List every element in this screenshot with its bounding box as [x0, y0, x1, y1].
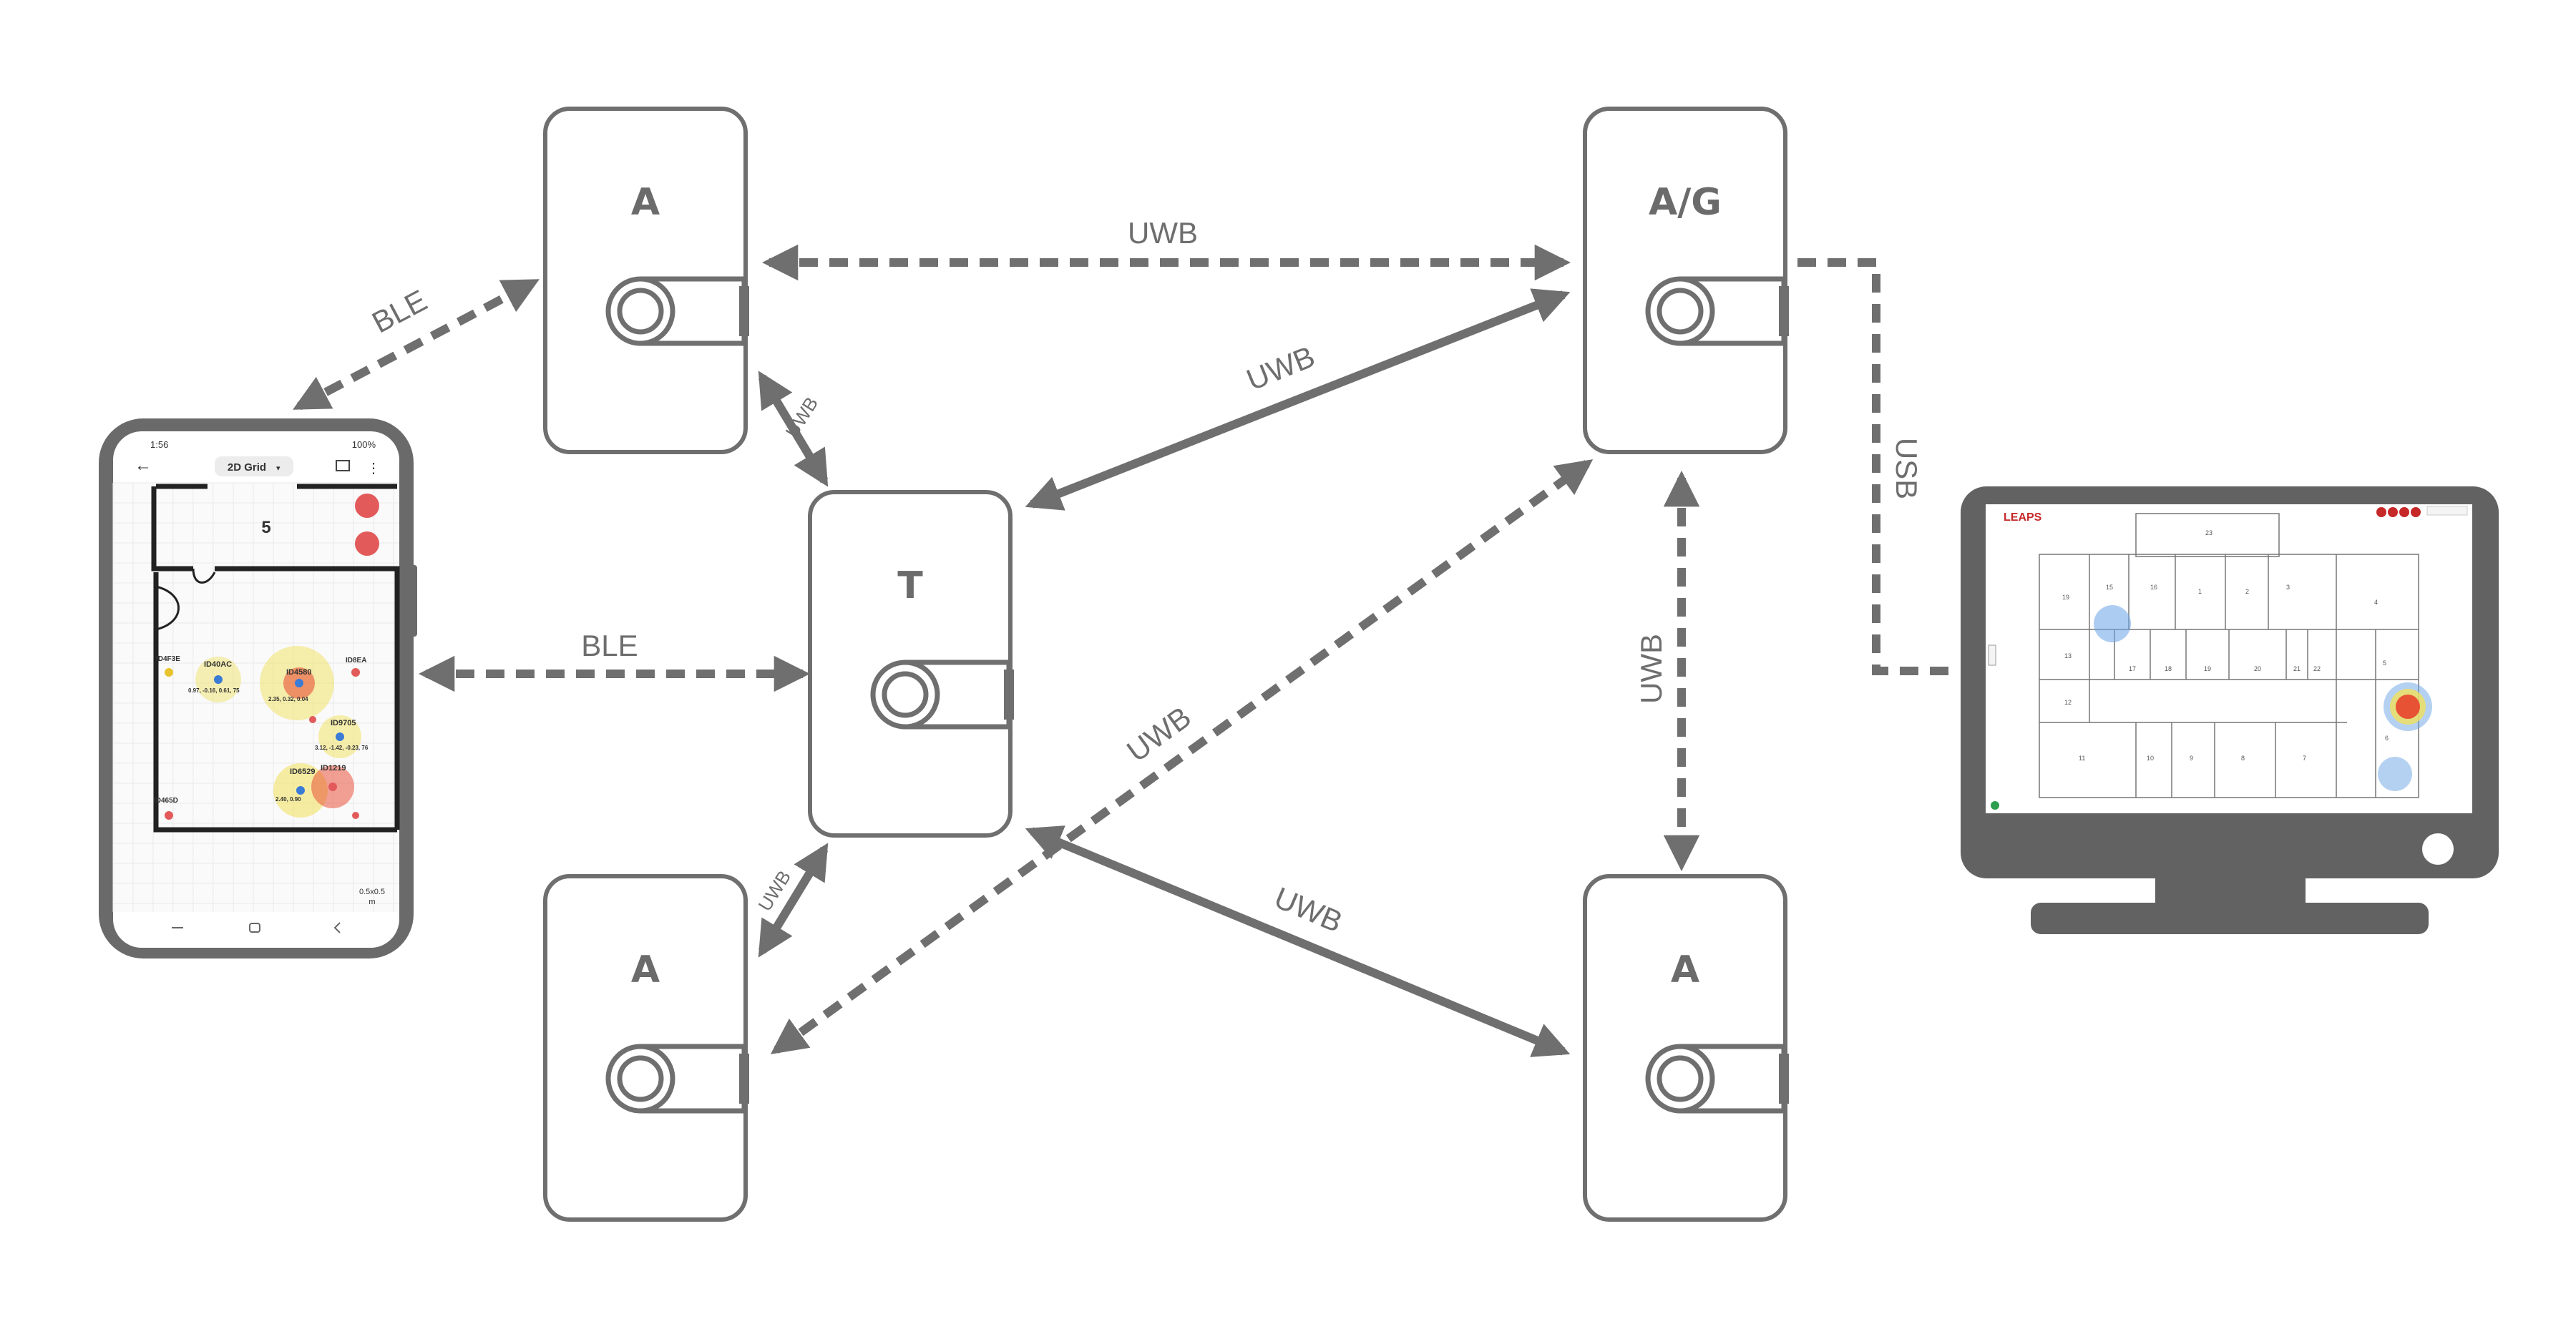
- label-ble-middle: BLE: [581, 629, 638, 662]
- room-number: 23: [2205, 529, 2212, 536]
- tag-coords: 3.12, -1.42, -0.23, 76: [315, 745, 369, 751]
- room-number: 7: [2303, 755, 2306, 762]
- link-uwb-tag-gateway: [1025, 288, 1571, 511]
- chevron-down-icon[interactable]: ▾: [276, 464, 280, 473]
- lock-icon[interactable]: [355, 531, 379, 556]
- room-number: 2: [2245, 588, 2249, 595]
- room-number: 6: [2385, 735, 2389, 742]
- room-number: 22: [2313, 665, 2321, 672]
- tag-id: ID1219: [321, 764, 346, 773]
- tag-coords: 2.35, 0.32, 0.04: [268, 696, 308, 702]
- layer-select[interactable]: [2426, 506, 2468, 516]
- room-number: 16: [2150, 584, 2157, 591]
- scale-unit: m: [369, 898, 375, 906]
- back-arrow-icon[interactable]: ←: [135, 456, 152, 475]
- label-uwb-top: UWB: [1128, 216, 1198, 250]
- monitor-base: [2031, 903, 2429, 934]
- label-ble-top: BLE: [366, 283, 432, 340]
- label-uwb-vertical: UWB: [1634, 634, 1668, 704]
- room-number: 1: [2198, 588, 2202, 595]
- floorplan: [2039, 513, 2419, 798]
- room-number: 15: [2106, 584, 2113, 591]
- brand-logo: LEAPS: [2004, 511, 2042, 524]
- room-number: 18: [2165, 665, 2172, 672]
- room-label: 5: [261, 518, 270, 537]
- room-number: 5: [2383, 660, 2386, 667]
- tag-id: ID4F3E: [156, 655, 180, 663]
- view-selector-label[interactable]: 2D Grid: [228, 461, 266, 474]
- floorplan-walls: [151, 484, 400, 833]
- link-uwb-anchor-gateway-diagonal: [770, 459, 1594, 1054]
- device-port-icon: [870, 660, 1014, 730]
- node-label: A: [1671, 948, 1699, 991]
- room-number: 19: [2062, 594, 2069, 601]
- label-uwb-diagonal: UWB: [1121, 700, 1197, 768]
- room-number: 20: [2254, 665, 2261, 672]
- phone-side-button: [410, 565, 417, 637]
- room-number: 8: [2241, 755, 2245, 762]
- room-number: 19: [2204, 665, 2211, 672]
- tag-id: ID465D: [154, 797, 178, 805]
- device-port-icon: [1645, 1044, 1789, 1114]
- home-icon[interactable]: [249, 923, 260, 933]
- phone-nav-bar: [172, 922, 341, 933]
- room-number: 11: [2079, 755, 2085, 762]
- grid-map: 5: [112, 482, 400, 912]
- scale-label: 0.5x0.5: [359, 888, 385, 896]
- desktop-monitor: LEAPS: [1961, 486, 2499, 934]
- status-indicator: [1991, 801, 1999, 810]
- connections: [293, 244, 1955, 1057]
- room-numbers: 19 15 16 1 2 3 4 13 17 18 19 20 21 22 5 …: [2062, 529, 2389, 762]
- tag-id: ID6529: [290, 768, 315, 776]
- room-number: 9: [2190, 755, 2193, 762]
- label-usb: USB: [1890, 438, 1923, 499]
- anchor-node-bottom-left: A: [543, 874, 749, 1222]
- device-port-icon: [605, 1044, 749, 1114]
- room-number: 12: [2064, 699, 2072, 706]
- person-add-icon[interactable]: [355, 494, 379, 518]
- room-number: 3: [2286, 584, 2290, 591]
- tag-coords: 2.40, 0.90: [275, 796, 301, 803]
- tag-id: ID40AC: [204, 660, 232, 669]
- link-ble-phone-anchor: [293, 278, 540, 411]
- heatmap-overlay: [2094, 605, 2432, 791]
- smartphone: 1:56 100% ← 2D Grid ▾ ⋮ 5: [99, 418, 417, 958]
- more-menu-icon[interactable]: ⋮: [366, 461, 381, 476]
- room-number: 13: [2064, 652, 2072, 660]
- node-label: A: [631, 948, 660, 991]
- zoom-control[interactable]: [1988, 644, 1996, 666]
- device-port-icon: [605, 276, 749, 346]
- anchor-gateway-node: A/G: [1583, 107, 1789, 454]
- room-number: 21: [2293, 665, 2301, 672]
- link-usb-gateway-monitor: [1797, 258, 1955, 675]
- tag-id: ID9705: [331, 719, 356, 727]
- tag-node: T: [808, 490, 1014, 838]
- nav-back-icon[interactable]: [333, 922, 341, 933]
- tag-id: ID8EA: [346, 657, 366, 665]
- tag-markers: [165, 668, 360, 820]
- room-number: 10: [2147, 755, 2154, 762]
- room-number: 17: [2129, 665, 2136, 672]
- anchor-node-top-left: A: [543, 107, 749, 454]
- view-selector-dropdown[interactable]: [215, 456, 293, 476]
- power-button-icon[interactable]: [2422, 833, 2454, 865]
- node-label: A/G: [1649, 181, 1722, 224]
- tag-labels: ID4F3E ID40AC 0.97, -0.16, 0.61, 75 ID45…: [154, 655, 369, 805]
- device-port-icon: [1645, 276, 1789, 346]
- node-label: T: [897, 564, 923, 607]
- link-uwb-tag-anchor-bottom-right: [1025, 825, 1571, 1057]
- label-uwb-tag-gateway: UWB: [1241, 339, 1319, 396]
- anchor-node-bottom-right: A: [1583, 874, 1789, 1222]
- map-toggle-icon[interactable]: [336, 460, 350, 471]
- room-number: 4: [2374, 599, 2378, 606]
- node-label: A: [631, 181, 660, 224]
- toolbar-buttons[interactable]: [2376, 507, 2421, 517]
- tag-coords: 0.97, -0.16, 0.61, 75: [188, 687, 240, 694]
- status-battery: 100%: [352, 439, 376, 450]
- tag-id: ID4580: [286, 668, 311, 677]
- status-time: 1:56: [150, 439, 168, 450]
